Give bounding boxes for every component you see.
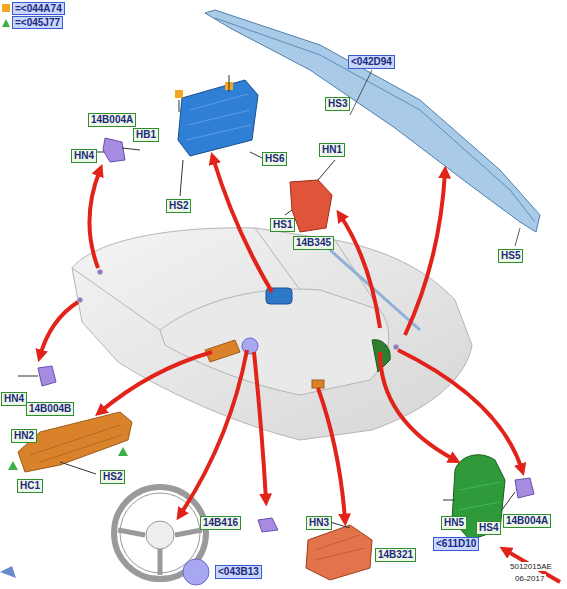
pointer-arrows bbox=[40, 158, 560, 582]
legend-triangle bbox=[2, 19, 10, 27]
part-callout: HS1 bbox=[270, 218, 295, 232]
part-callout: HC1 bbox=[17, 479, 43, 493]
part-callout: HB1 bbox=[133, 128, 159, 142]
knee-airbag bbox=[8, 412, 132, 474]
part-callout: <042D94 bbox=[348, 55, 395, 69]
part-callout: <043B13 bbox=[215, 565, 262, 579]
part-callout: HN1 bbox=[319, 143, 345, 157]
legend-text: =<044A74 bbox=[12, 2, 65, 15]
part-callout: HN3 bbox=[306, 516, 332, 530]
part-callout: HS3 bbox=[325, 97, 350, 111]
part-callout: HS2 bbox=[100, 470, 125, 484]
steering-wheel bbox=[114, 487, 209, 585]
legend-text: =<045J77 bbox=[12, 16, 63, 29]
restraints-module bbox=[306, 522, 372, 580]
part-callout: 14B004A bbox=[88, 113, 136, 127]
corner-mark bbox=[0, 566, 16, 578]
part-callout: 06-2017 bbox=[513, 574, 546, 583]
car-body bbox=[72, 228, 472, 440]
curtain-airbag bbox=[205, 10, 540, 246]
part-callout: HS2 bbox=[166, 199, 191, 213]
part-callout: 14B416 bbox=[200, 516, 241, 530]
part-callout: HN4 bbox=[1, 392, 27, 406]
part-callout: HS4 bbox=[476, 521, 501, 535]
legend-swatch bbox=[2, 4, 10, 12]
part-callout: HN2 bbox=[11, 429, 37, 443]
part-callout: HN5 bbox=[441, 516, 467, 530]
part-callout: 14B004A bbox=[503, 514, 551, 528]
part-callout: HN4 bbox=[71, 149, 97, 163]
part-callout: 14B004B bbox=[26, 402, 74, 416]
part-callout: 14B321 bbox=[375, 548, 416, 562]
part-callout: HS5 bbox=[498, 249, 523, 263]
part-callout: 5012015AE bbox=[508, 562, 554, 571]
part-callout: HS6 bbox=[262, 152, 287, 166]
part-callout: 14B345 bbox=[293, 236, 334, 250]
part-callout: <611D10 bbox=[433, 537, 479, 551]
